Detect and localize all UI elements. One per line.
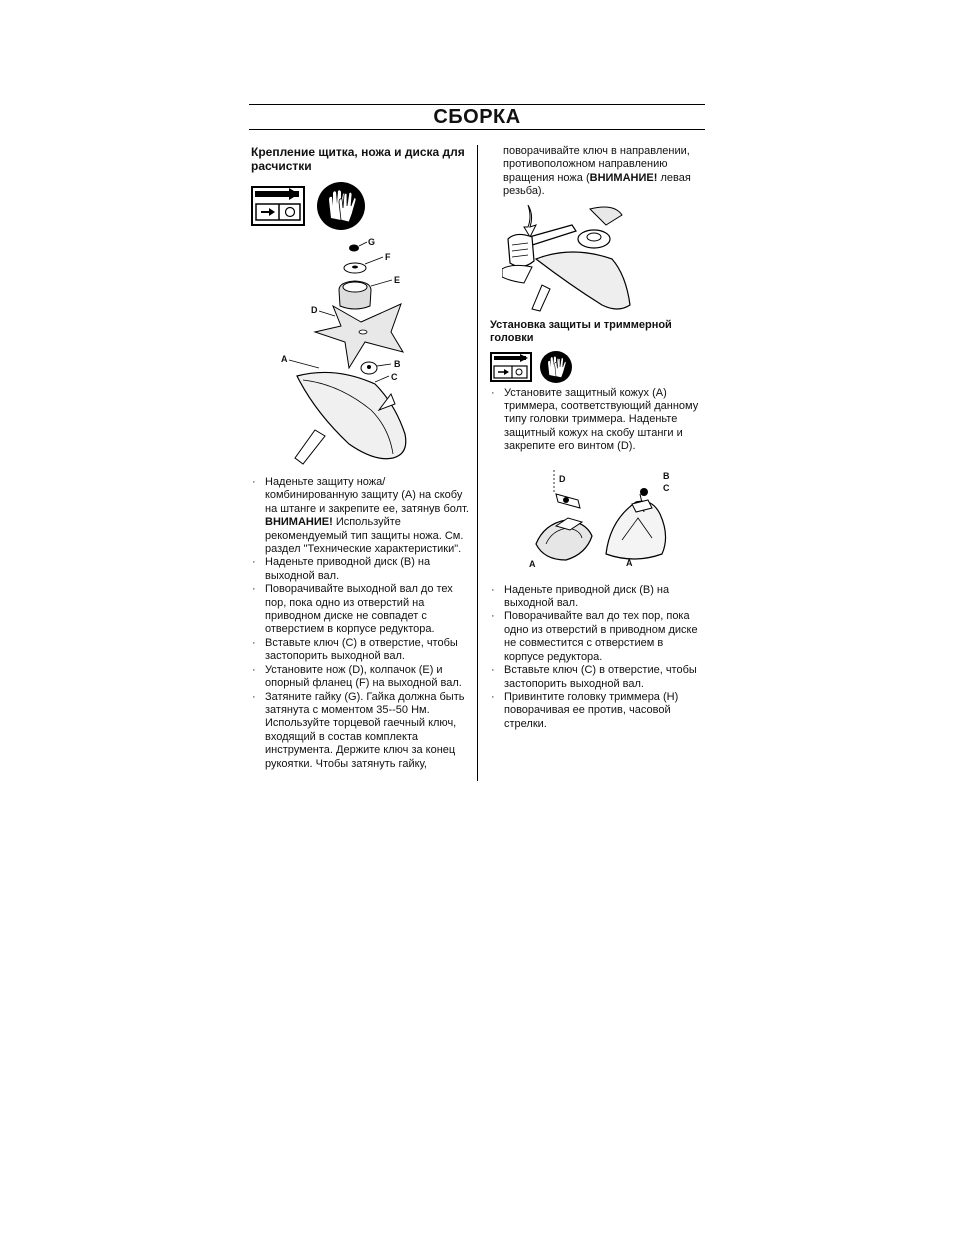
label-C: C — [391, 372, 398, 382]
list-item: Привинтите головку триммера (H) поворачи… — [490, 691, 706, 731]
list-item: Наденьте приводной диск (B) на выходной … — [490, 584, 706, 611]
label-A: A — [281, 354, 288, 364]
section-heading-blade: Крепление щитка, ножа и диска для расчис… — [251, 145, 465, 173]
list-item: Установите защитный кожух (A) триммера, … — [490, 387, 706, 454]
protective-gloves-icon — [317, 182, 365, 230]
title-rule-bottom — [249, 129, 705, 130]
label-A: A — [529, 558, 536, 569]
label-B: B — [394, 359, 401, 369]
list-item: Наденьте защиту ножа/ комбинированную за… — [251, 476, 473, 556]
label-F: F — [385, 252, 391, 262]
label-D: D — [559, 473, 566, 484]
list-item: Затяните гайку (G). Гайка должна быть за… — [251, 691, 473, 771]
label-D: D — [311, 305, 318, 315]
label-G: G — [368, 237, 376, 247]
list-item: Установите нож (D), колпачок (E) и опорн… — [251, 664, 473, 691]
protective-gloves-icon — [540, 350, 572, 383]
instruction-icons — [251, 182, 473, 230]
left-column: Крепление щитка, ножа и диска для расчис… — [251, 145, 473, 771]
section-heading-trimmer: Установка защиты и триммерной головки — [490, 318, 672, 344]
blade-steps-list: Наденьте защиту ножа/ комбинированную за… — [251, 476, 473, 771]
trimmer-head-steps: Наденьте приводной диск (B) на выходной … — [490, 584, 706, 731]
blade-assembly-figure: G F E D A B C — [275, 234, 445, 472]
tightening-nut-figure — [502, 204, 638, 315]
trimmer-guard-figure: D A B C A — [526, 464, 676, 570]
column-divider — [477, 145, 478, 781]
label-C: C — [663, 482, 670, 493]
list-item: Поворачивайте вал до тех пор, пока одно … — [490, 610, 706, 664]
manual-reference-icon — [490, 351, 532, 382]
page-title: СБОРКА — [433, 106, 521, 128]
label-B: B — [663, 470, 670, 481]
title-rule-top — [249, 104, 705, 105]
list-item: Наденьте приводной диск (B) на выходной … — [251, 556, 473, 583]
trimmer-guard-steps: Установите защитный кожух (A) триммера, … — [490, 387, 706, 454]
manual-reference-icon — [251, 186, 305, 226]
label-A-right: A — [626, 557, 633, 568]
list-item: Вставьте ключ (C) в отверстие, чтобы зас… — [490, 664, 706, 691]
label-E: E — [394, 275, 401, 285]
instruction-icons-trimmer — [490, 350, 706, 383]
list-item: Вставьте ключ (C) в отверстие, чтобы зас… — [251, 637, 473, 664]
list-item: Поворачивайте выходной вал до тех пор, п… — [251, 583, 473, 637]
right-column: поворачивайте ключ в направлении, против… — [490, 145, 706, 731]
continuation-text: поворачивайте ключ в направлении, против… — [503, 145, 691, 198]
